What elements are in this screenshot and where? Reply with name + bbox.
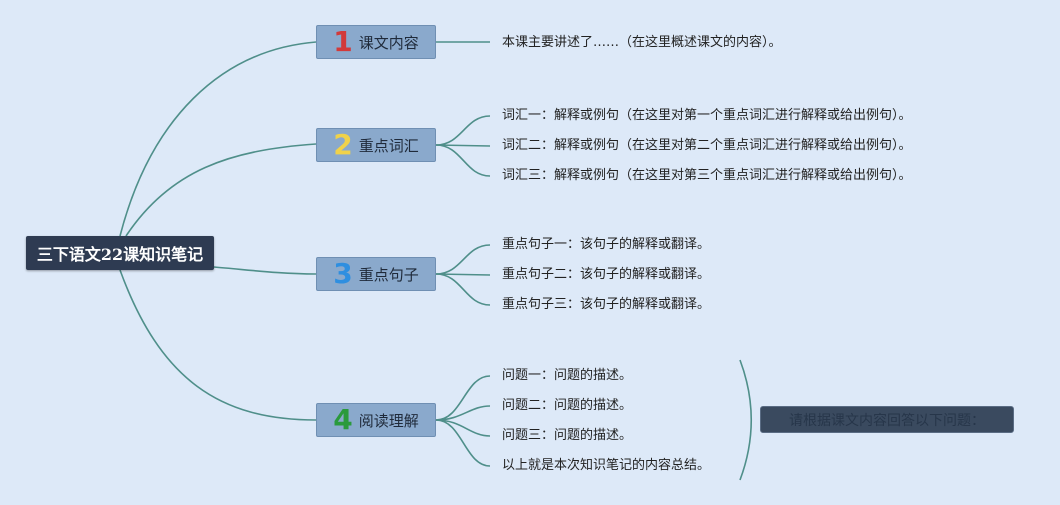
leaf-topic-2-2[interactable]: 词汇二：解释或例句（在这里对第二个重点词汇进行解释或给出例句）。 [502, 138, 912, 153]
branch-topic-4-label: 阅读理解 [358, 411, 419, 430]
number-badge-4: 4 [333, 403, 353, 436]
leaf-topic-3-3[interactable]: 重点句子三：该句子的解释或翻译。 [502, 297, 711, 312]
branch-topic-2[interactable]: 2 重点词汇 [316, 128, 436, 162]
root-topic[interactable]: 三下语文22课知识笔记 [26, 236, 214, 270]
connector-root-branch-2 [125, 143, 317, 237]
leaf-topic-3-1[interactable]: 重点句子一：该句子的解释或翻译。 [502, 237, 711, 252]
connector-branch-3-leaf-3 [435, 273, 491, 306]
root-topic-label: 三下语文22课知识笔记 [36, 245, 204, 264]
branch-topic-1[interactable]: 1 课文内容 [316, 25, 436, 59]
leaf-topic-4-3[interactable]: 问题三：问题的描述。 [502, 428, 633, 443]
leaf-topic-1-1[interactable]: 本课主要讲述了……（在这里概述课文的内容）。 [502, 35, 782, 50]
connector-branch-2-leaf-3 [435, 144, 491, 177]
branch-topic-2-label: 重点词汇 [358, 136, 419, 155]
leaf-topic-4-1[interactable]: 问题一：问题的描述。 [502, 368, 633, 383]
leaf-topic-4-4[interactable]: 以上就是本次知识笔记的内容总结。 [502, 458, 711, 473]
connector-branch-4-leaf-1 [435, 375, 491, 421]
connector-root-branch-1 [119, 41, 317, 237]
leaf-topic-4-2[interactable]: 问题二：问题的描述。 [502, 398, 633, 413]
leaf-topic-3-2[interactable]: 重点句子二：该句子的解释或翻译。 [502, 267, 711, 282]
connector-branch-2-leaf-1 [435, 115, 491, 146]
leaf-topic-2-3[interactable]: 词汇三：解释或例句（在这里对第三个重点词汇进行解释或给出例句）。 [502, 168, 912, 183]
leaf-topic-2-1[interactable]: 词汇一：解释或例句（在这里对第一个重点词汇进行解释或给出例句）。 [502, 108, 912, 123]
connector-branch-3-leaf-1 [435, 244, 491, 275]
branch-topic-3-label: 重点句子 [358, 265, 419, 284]
connector-root-branch-4 [119, 269, 317, 421]
number-badge-3: 3 [333, 257, 353, 290]
summary-note[interactable]: 请根据课文内容回答以下问题： [760, 406, 1014, 433]
number-badge-1: 1 [333, 25, 353, 58]
number-badge-2: 2 [333, 128, 353, 161]
connector-branch-3-leaf-2 [435, 273, 491, 276]
connector-branch-4-leaf-4 [435, 419, 491, 467]
summary-note-label: 请根据课文内容回答以下问题： [789, 412, 985, 429]
connector-root-branch-3 [213, 266, 317, 275]
branch-topic-3[interactable]: 3 重点句子 [316, 257, 436, 291]
connector-branch-2-leaf-2 [435, 144, 491, 147]
branch-topic-4[interactable]: 4 阅读理解 [316, 403, 436, 437]
summary-bracket [739, 359, 753, 481]
branch-topic-1-label: 课文内容 [358, 33, 419, 52]
